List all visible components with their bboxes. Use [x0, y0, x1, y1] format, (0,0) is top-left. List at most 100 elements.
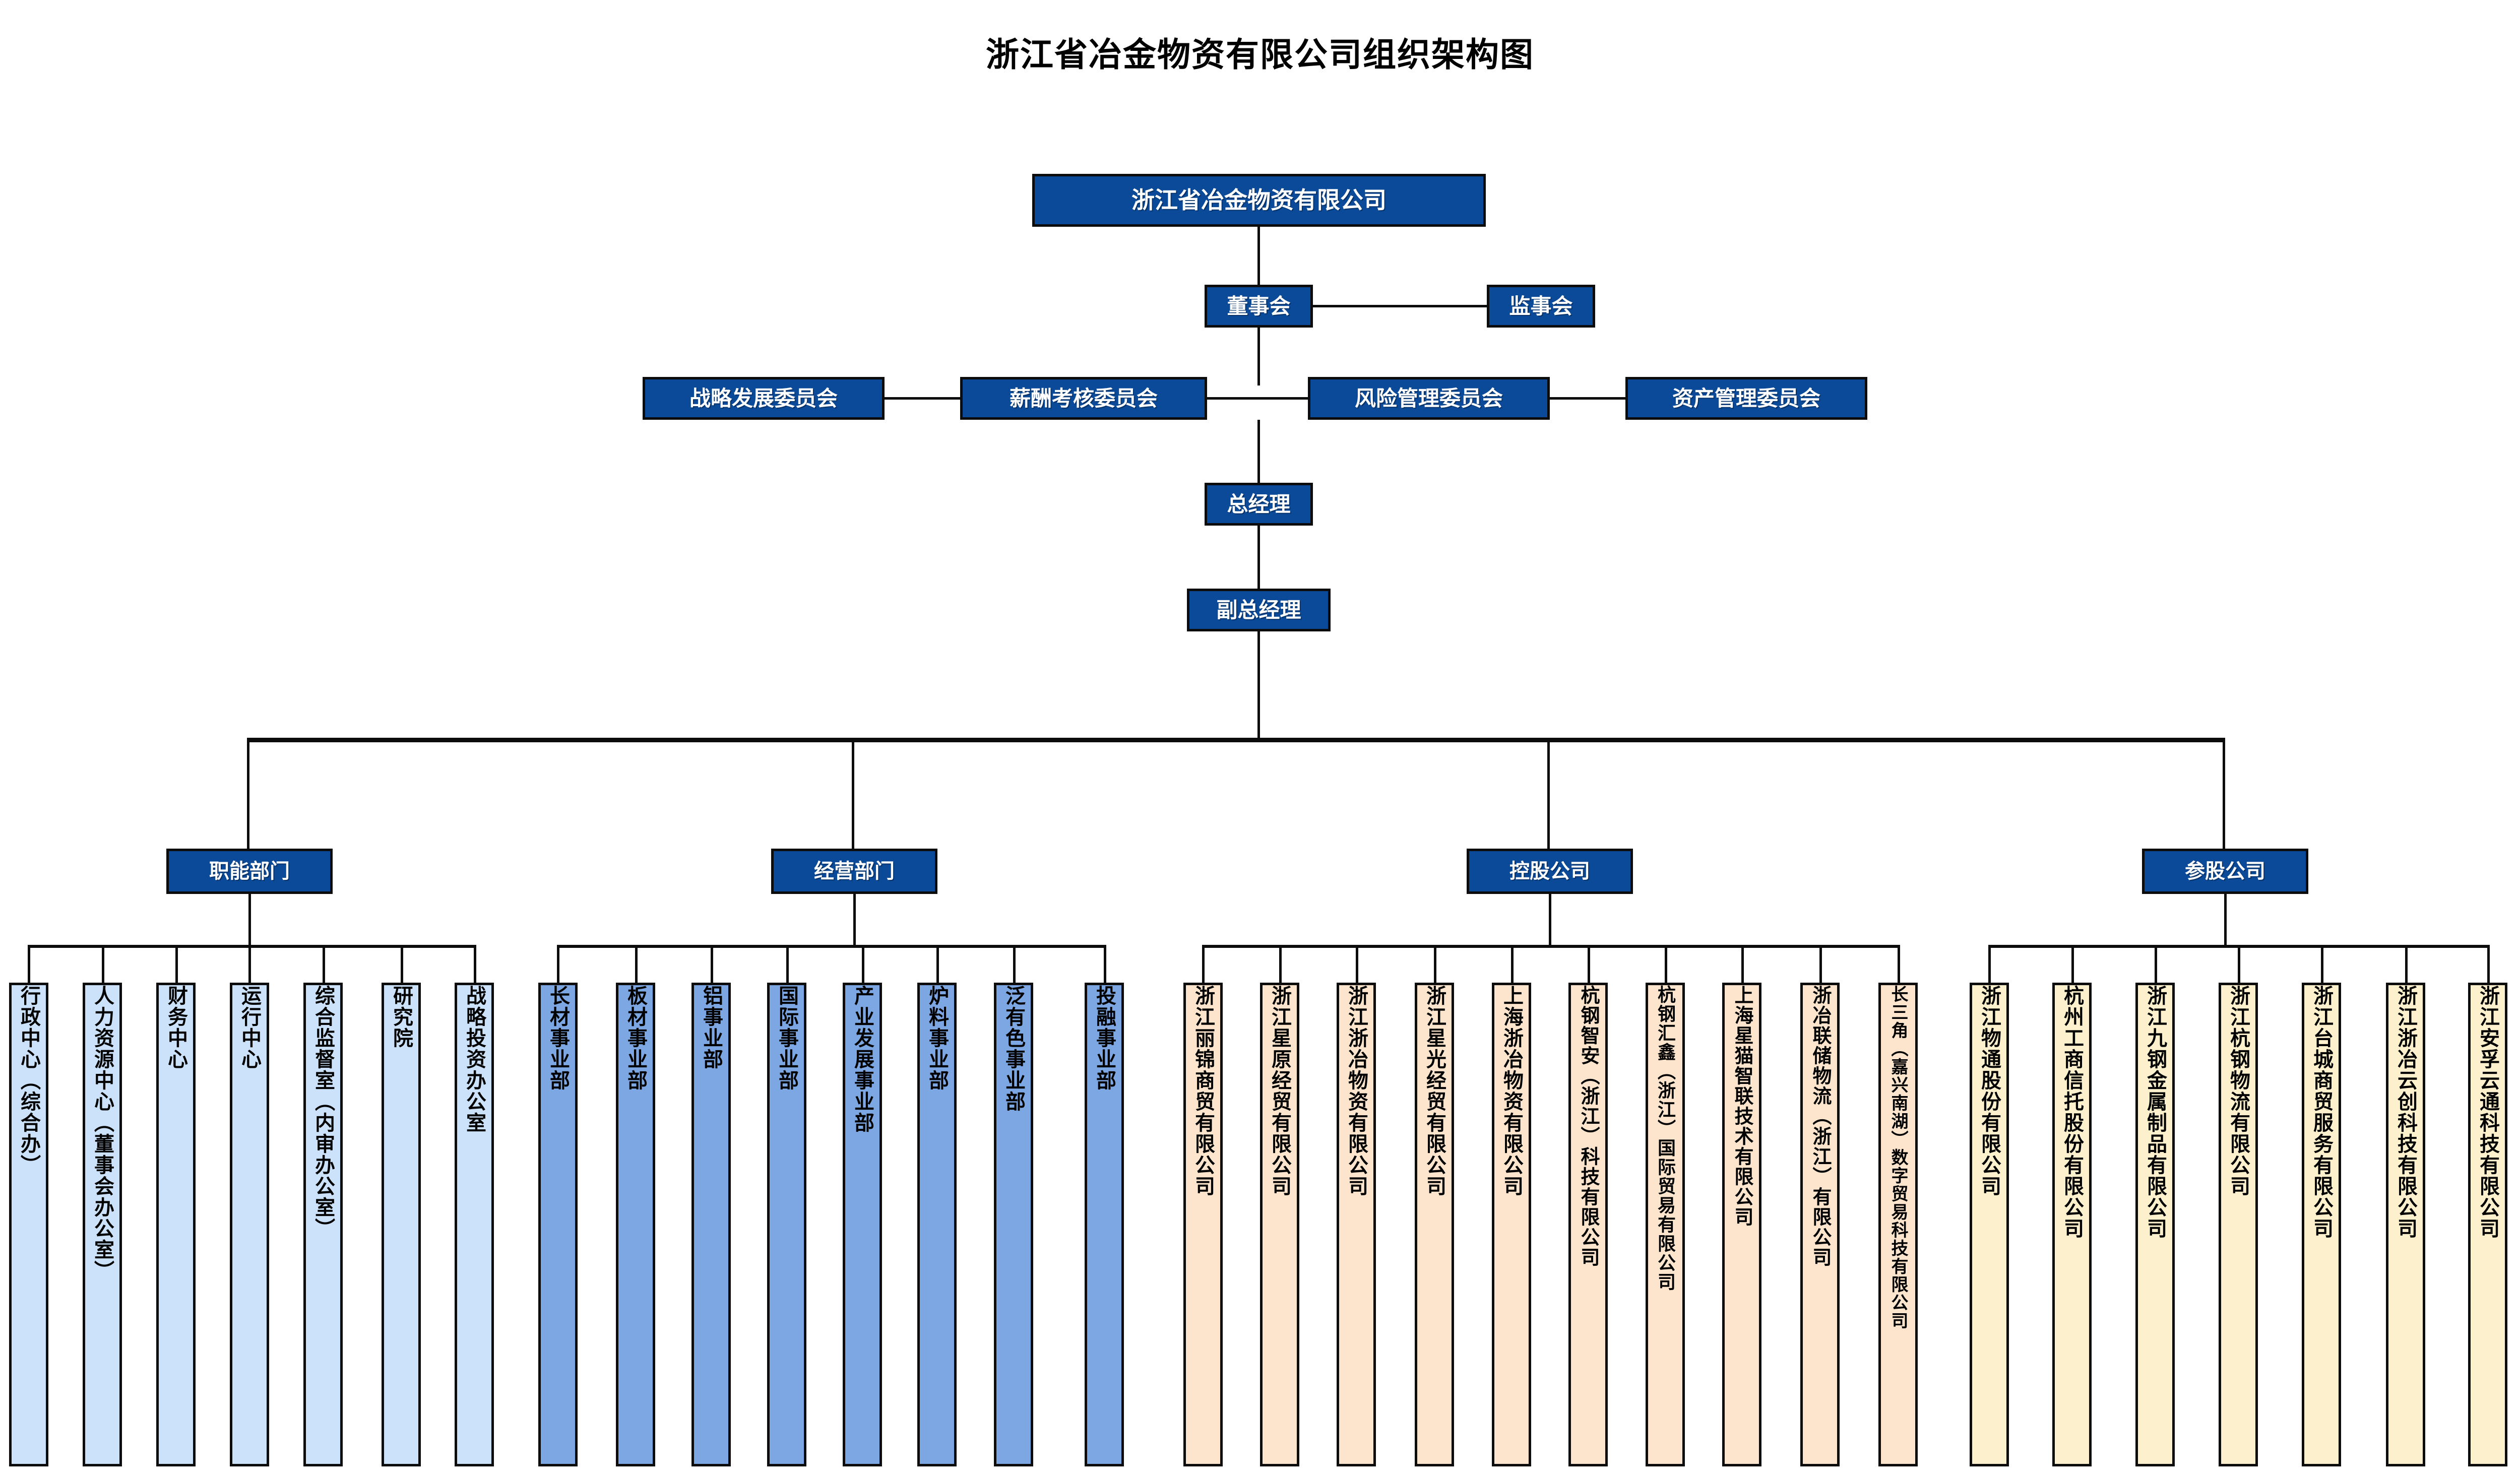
- node-deputy-general-manager[interactable]: 副总经理: [1187, 589, 1331, 631]
- leaf-functional-0-label: 行政中心（综合办）: [18, 985, 40, 1176]
- node-committee-1[interactable]: 薪酬考核委员会: [960, 377, 1207, 420]
- connector-bus-to-associate: [2223, 738, 2225, 849]
- leaf-functional-3[interactable]: 运行中心: [230, 983, 269, 1466]
- leaf-business-5[interactable]: 炉料事业部: [917, 983, 957, 1466]
- drop-business-4: [862, 945, 864, 984]
- leaf-business-3[interactable]: 国际事业部: [767, 983, 806, 1466]
- leaf-business-2[interactable]: 铝事业部: [691, 983, 731, 1466]
- drop-business-0: [557, 945, 559, 984]
- node-committee-0[interactable]: 战略发展委员会: [643, 377, 885, 420]
- drop-holding-3: [1434, 945, 1436, 984]
- leaf-functional-5[interactable]: 研究院: [382, 983, 421, 1466]
- functional-bus: [28, 945, 476, 948]
- leaf-functional-1[interactable]: 人力资源中心（董事会办公室）: [83, 983, 122, 1466]
- leaf-business-0[interactable]: 长材事业部: [538, 983, 578, 1466]
- leaf-associate-0[interactable]: 浙江物通股份有限公司: [1970, 983, 2009, 1466]
- drop-functional-6: [474, 945, 476, 984]
- connector-board-to-committees: [1257, 328, 1260, 386]
- leaf-functional-4-label: 综合监督室（内审办公室）: [312, 985, 334, 1239]
- leaf-associate-6-label: 浙江安孚云通科技有限公司: [2477, 985, 2499, 1239]
- leaf-associate-1[interactable]: 杭州工商信托股份有限公司: [2052, 983, 2092, 1466]
- leaf-holding-5-label: 杭钢智安（浙江）科技有限公司: [1578, 985, 1599, 1267]
- leaf-holding-1[interactable]: 浙江星原经贸有限公司: [1260, 983, 1299, 1466]
- leaf-holding-6-label: 杭钢汇鑫（浙江）国际贸易有限公司: [1655, 985, 1676, 1292]
- connector-functional-stem: [248, 894, 251, 946]
- drop-associate-5: [2405, 945, 2408, 984]
- node-company[interactable]: 浙江省冶金物资有限公司: [1032, 174, 1486, 227]
- drop-functional-5: [401, 945, 403, 984]
- connector-committee-2-3: [1550, 397, 1625, 400]
- leaf-holding-4[interactable]: 上海浙冶物资有限公司: [1492, 983, 1531, 1466]
- business-bus: [557, 945, 1106, 948]
- leaf-holding-0[interactable]: 浙江丽锦商贸有限公司: [1183, 983, 1223, 1466]
- node-committee-2-label: 风险管理委员会: [1354, 386, 1503, 410]
- node-committee-1-label: 薪酬考核委员会: [1009, 386, 1158, 410]
- node-committee-3-label: 资产管理委员会: [1672, 386, 1820, 410]
- node-committee-3[interactable]: 资产管理委员会: [1625, 377, 1867, 420]
- drop-associate-0: [1988, 945, 1991, 984]
- leaf-holding-2-label: 浙江浙冶物资有限公司: [1345, 985, 1367, 1197]
- leaf-holding-6[interactable]: 杭钢汇鑫（浙江）国际贸易有限公司: [1646, 983, 1685, 1466]
- leaf-functional-6-label: 战略投资办公室: [463, 985, 485, 1133]
- leaf-holding-1-label: 浙江星原经贸有限公司: [1269, 985, 1291, 1197]
- connector-committees-to-gm: [1257, 420, 1260, 483]
- leaf-holding-3-label: 浙江星光经贸有限公司: [1423, 985, 1445, 1197]
- leaf-associate-6[interactable]: 浙江安孚云通科技有限公司: [2468, 983, 2507, 1466]
- leaf-associate-5[interactable]: 浙江浙冶云创科技有限公司: [2386, 983, 2425, 1466]
- category-header-functional[interactable]: 职能部门: [166, 849, 333, 894]
- leaf-business-1[interactable]: 板材事业部: [616, 983, 655, 1466]
- leaf-holding-8[interactable]: 浙冶联储物流（浙江）有限公司: [1800, 983, 1840, 1466]
- leaf-functional-0[interactable]: 行政中心（综合办）: [9, 983, 48, 1466]
- leaf-business-5-label: 炉料事业部: [926, 985, 948, 1091]
- leaf-functional-2[interactable]: 财务中心: [156, 983, 196, 1466]
- node-committee-0-label: 战略发展委员会: [689, 386, 838, 410]
- drop-business-2: [711, 945, 713, 984]
- drop-associate-6: [2487, 945, 2490, 984]
- leaf-business-4[interactable]: 产业发展事业部: [843, 983, 882, 1466]
- leaf-holding-7[interactable]: 上海星猫智联技术有限公司: [1722, 983, 1761, 1466]
- drop-holding-6: [1665, 945, 1667, 984]
- category-header-associate[interactable]: 参股公司: [2142, 849, 2308, 894]
- leaf-associate-2[interactable]: 浙江九钢金属制品有限公司: [2135, 983, 2175, 1466]
- drop-holding-7: [1741, 945, 1744, 984]
- leaf-functional-5-label: 研究院: [390, 985, 412, 1049]
- leaf-associate-4[interactable]: 浙江台城商贸服务有限公司: [2302, 983, 2341, 1466]
- drop-functional-1: [102, 945, 104, 984]
- drop-business-7: [1104, 945, 1106, 984]
- node-committee-2[interactable]: 风险管理委员会: [1308, 377, 1550, 420]
- drop-holding-2: [1356, 945, 1358, 984]
- leaf-associate-0-label: 浙江物通股份有限公司: [1978, 985, 2000, 1197]
- leaf-associate-3-label: 浙江杭钢物流有限公司: [2227, 985, 2249, 1197]
- category-header-business[interactable]: 经营部门: [771, 849, 937, 894]
- leaf-holding-3[interactable]: 浙江星光经贸有限公司: [1415, 983, 1454, 1466]
- node-general-manager[interactable]: 总经理: [1205, 483, 1313, 526]
- node-supervisors[interactable]: 监事会: [1487, 285, 1595, 328]
- main-distribution-bus: [247, 738, 2225, 742]
- category-header-holding[interactable]: 控股公司: [1467, 849, 1633, 894]
- node-company-label: 浙江省冶金物资有限公司: [1131, 186, 1387, 213]
- leaf-holding-5[interactable]: 杭钢智安（浙江）科技有限公司: [1568, 983, 1608, 1466]
- leaf-holding-0-label: 浙江丽锦商贸有限公司: [1192, 985, 1214, 1197]
- drop-holding-0: [1202, 945, 1205, 984]
- leaf-business-6[interactable]: 泛有色事业部: [994, 983, 1033, 1466]
- node-board[interactable]: 董事会: [1205, 285, 1313, 328]
- leaf-business-3-label: 国际事业部: [776, 985, 798, 1091]
- drop-holding-5: [1588, 945, 1590, 984]
- leaf-holding-2[interactable]: 浙江浙冶物资有限公司: [1337, 983, 1376, 1466]
- drop-business-5: [936, 945, 939, 984]
- drop-holding-9: [1898, 945, 1900, 984]
- connector-holding-stem: [1549, 894, 1551, 946]
- category-header-business-label: 经营部门: [814, 860, 895, 882]
- leaf-functional-4[interactable]: 综合监督室（内审办公室）: [303, 983, 343, 1466]
- drop-associate-2: [2155, 945, 2157, 984]
- connector-company-to-board: [1257, 227, 1260, 285]
- leaf-business-6-label: 泛有色事业部: [1002, 985, 1025, 1112]
- connector-bus-to-holding: [1547, 738, 1550, 849]
- leaf-functional-6[interactable]: 战略投资办公室: [455, 983, 494, 1466]
- leaf-associate-3[interactable]: 浙江杭钢物流有限公司: [2219, 983, 2258, 1466]
- leaf-holding-9[interactable]: 长三角（嘉兴南湖）数字贸易科技有限公司: [1878, 983, 1918, 1466]
- leaf-functional-2-label: 财务中心: [165, 985, 187, 1070]
- leaf-business-7[interactable]: 投融事业部: [1085, 983, 1124, 1466]
- drop-associate-4: [2321, 945, 2323, 984]
